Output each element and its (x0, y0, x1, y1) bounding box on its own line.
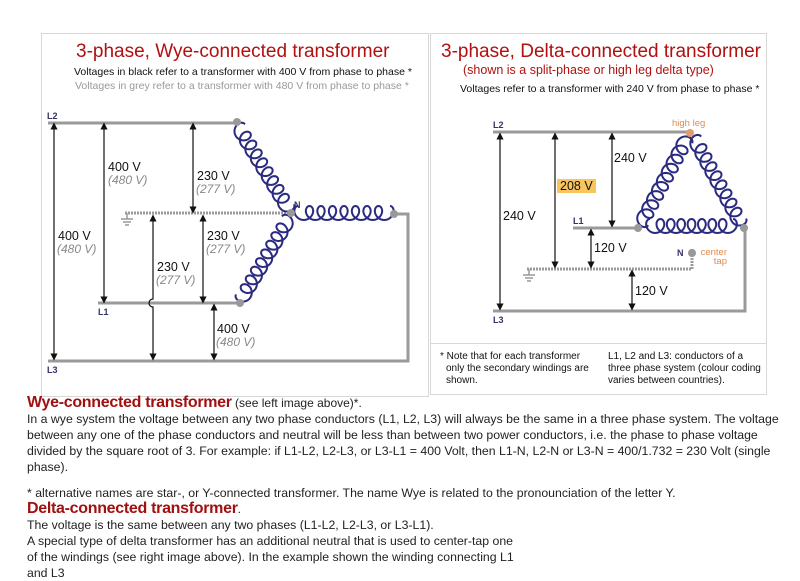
wye-heading-suffix: (see left image above)*. (231, 396, 362, 410)
delta-l1-label: L1 (573, 216, 584, 226)
voltage-label-grey: (277 V) (156, 273, 196, 287)
voltage-label-highlighted: 208 V (557, 179, 596, 193)
wye-subtitle-grey: Voltages in grey refer to a transformer … (75, 80, 409, 92)
wye-footnote: * alternative names are star-, or Y-conn… (27, 486, 676, 500)
delta-l3-wire (493, 228, 747, 313)
delta-heading: Delta-connected transformer (27, 500, 238, 517)
voltage-label-grey: (480 V) (216, 335, 256, 349)
terminal-dot (233, 118, 241, 126)
voltage-label-grey: (277 V) (196, 182, 236, 196)
winding-coil-icon (233, 121, 296, 213)
voltage-label-grey: (480 V) (108, 173, 148, 187)
voltage-label-grey: (277 V) (206, 242, 246, 256)
winding-coil-icon (636, 135, 694, 229)
delta-paragraph-1: The voltage is the same between any two … (27, 518, 434, 532)
winding-coil-icon (645, 217, 738, 235)
note-secondary-windings: * Note that for each transformer only th… (440, 351, 589, 386)
voltage-label: 230 V (197, 169, 230, 183)
delta-l3-label: L3 (493, 315, 504, 325)
voltage-label-grey: (480 V) (57, 242, 97, 256)
high-leg-label: high leg (672, 118, 706, 129)
ground-icon (121, 213, 133, 226)
transformer-diagrams (48, 118, 748, 363)
voltage-label: 240 V (614, 151, 647, 165)
winding-coil-icon (234, 213, 294, 303)
voltage-label: 120 V (635, 284, 668, 298)
winding-coil-icon (689, 133, 748, 227)
delta-diagram-panel (430, 33, 767, 344)
terminal-dot (634, 224, 642, 232)
wye-l3-label: L3 (47, 365, 58, 375)
center-tap-label: center tap (700, 247, 727, 267)
delta-title: 3-phase, Delta-connected transformer (441, 41, 761, 62)
voltage-label: 240 V (503, 209, 536, 223)
terminal-dot (740, 224, 748, 232)
wye-n-label: N (294, 200, 301, 210)
note-conductors: L1, L2 and L3: conductors of a three pha… (608, 351, 761, 386)
delta-heading-suffix: . (237, 502, 241, 516)
wye-l1-label: L1 (98, 307, 109, 317)
wye-subtitle-black: Voltages in black refer to a transformer… (74, 66, 412, 78)
delta-n-label: N (677, 248, 684, 258)
voltage-label: 400 V (217, 322, 250, 336)
voltage-label: 120 V (594, 241, 627, 255)
high-leg-dot (686, 129, 694, 137)
wye-paragraph: In a wye system the voltage between any … (27, 412, 779, 474)
winding-coil-icon (293, 204, 395, 222)
wye-l2-label: L2 (47, 111, 58, 121)
neutral-dot (688, 249, 696, 257)
voltage-arrow (148, 214, 157, 361)
terminal-dot (236, 299, 244, 307)
voltage-label: 230 V (157, 260, 190, 274)
voltage-label: 400 V (58, 229, 91, 243)
wye-heading: Wye-connected transformer (27, 394, 232, 411)
terminal-dot (390, 210, 398, 218)
wye-l3-wire (48, 212, 410, 363)
voltage-label: 230 V (207, 229, 240, 243)
delta-voltage-note: Voltages refer to a transformer with 240… (460, 83, 760, 95)
notes-panel (430, 343, 767, 395)
wye-title: 3-phase, Wye-connected transformer (76, 41, 390, 62)
delta-paragraph-2: A special type of delta transformer has … (27, 534, 514, 580)
ground-icon (523, 269, 535, 282)
voltage-label: 400 V (108, 160, 141, 174)
neutral-dot (287, 209, 295, 217)
article-text: Wye-connected transformer (see left imag… (27, 395, 797, 581)
delta-l2-label: L2 (493, 120, 504, 130)
delta-subtitle: (shown is a split-phase or high leg delt… (463, 63, 714, 77)
